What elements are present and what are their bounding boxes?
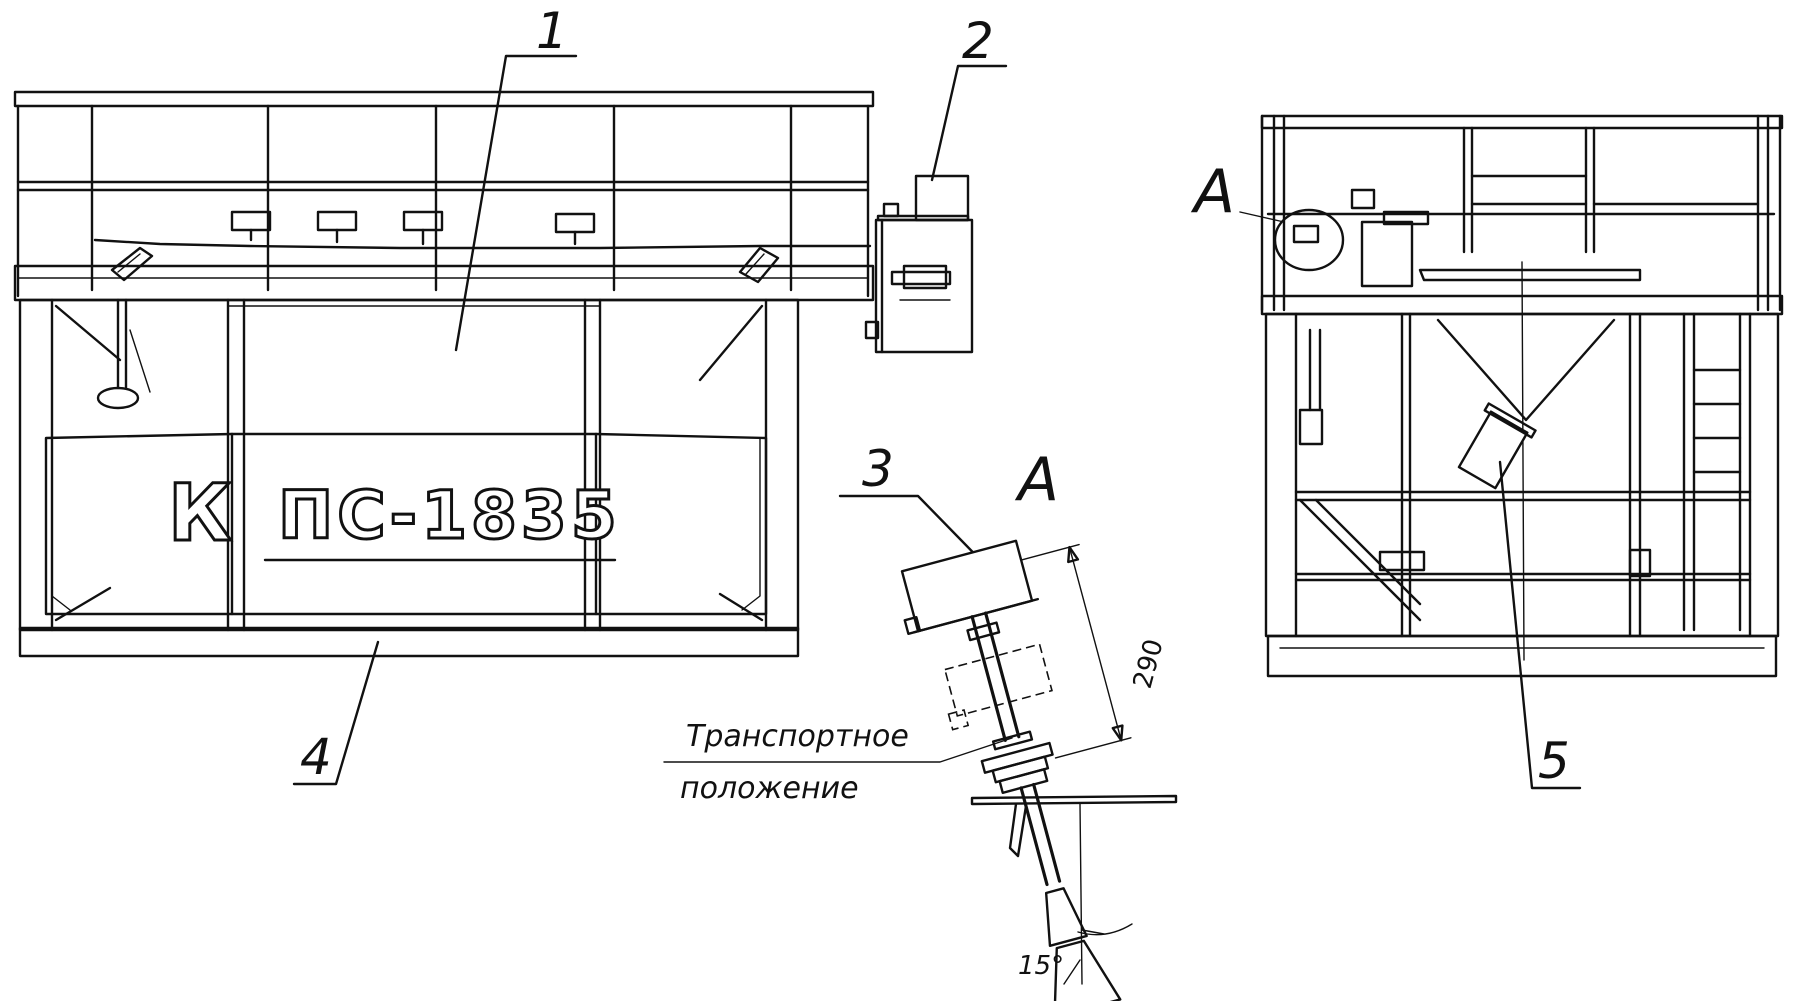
callout-3-label: 3	[862, 440, 894, 498]
side-view: К ПС-1835 1 2 4	[13, 2, 1008, 786]
transport-note-line2: положение	[680, 771, 859, 806]
transport-note-line1: Транспортное	[686, 719, 909, 754]
deck-units	[230, 210, 596, 246]
dimension-angle: 15°	[1018, 951, 1064, 981]
view-a-label: А	[1190, 157, 1235, 227]
lifting-eye-left	[110, 246, 154, 282]
level-sensor	[1457, 402, 1537, 490]
callout-2: 2	[930, 12, 1008, 182]
callout-1: 1	[454, 2, 578, 352]
detail-a: А 3	[663, 440, 1178, 1001]
callout-4: 4	[292, 640, 380, 786]
end-view: А	[1190, 114, 1784, 790]
control-cabinet	[864, 174, 974, 354]
callout-5-label: 5	[1538, 732, 1570, 790]
callout-1-label: 1	[536, 2, 568, 60]
transport-note: Транспортное положение	[663, 719, 1013, 806]
detail-a-circle	[1273, 208, 1345, 272]
detail-a-title: А	[1014, 445, 1059, 515]
logo-letter: К	[168, 469, 232, 559]
callout-2-label: 2	[962, 12, 994, 70]
callout-5: 5	[1498, 460, 1582, 790]
plate-text: ПС-1835	[278, 477, 621, 554]
lifting-eye-right	[738, 246, 780, 284]
callout-4-label: 4	[300, 728, 332, 786]
name-panel	[44, 432, 768, 616]
railing-posts	[16, 104, 870, 298]
dimension-length: 290	[1128, 636, 1170, 692]
